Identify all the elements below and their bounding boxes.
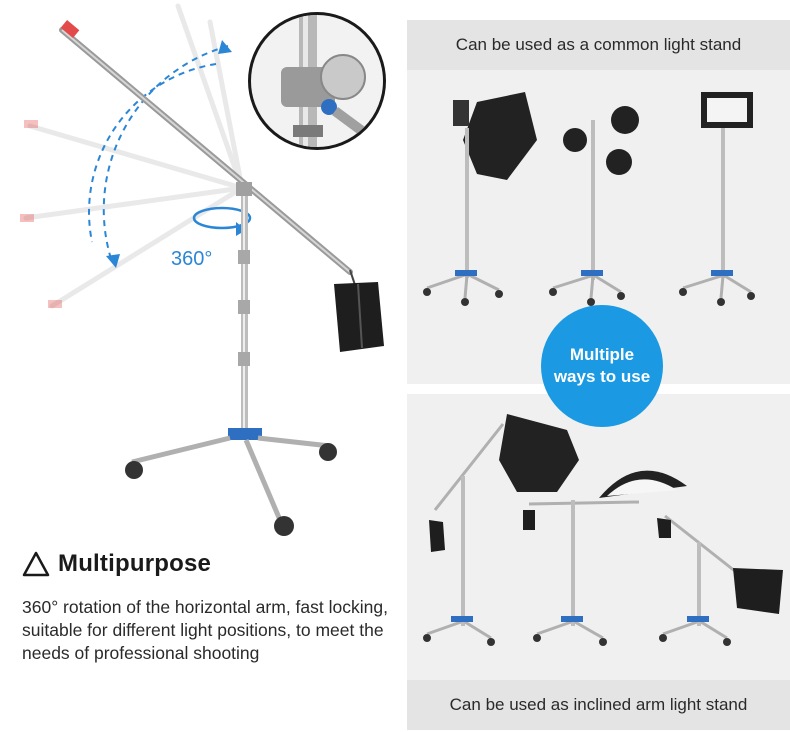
feature-description: 360° rotation of the horizontal arm, fas… [22, 597, 388, 663]
stand-led-panel [679, 92, 755, 306]
lock-detail-drawing [281, 15, 383, 147]
triangle-icon [22, 551, 50, 577]
boom-umbrella [523, 470, 687, 646]
common-light-stand-label: Can be used as a common light stand [407, 20, 790, 70]
inclined-arm-panel: Can be used as inclined arm light stand [407, 394, 790, 730]
boom-softbox [423, 414, 579, 646]
boom-reflector [657, 514, 783, 646]
boom-stand-drawing [20, 3, 384, 536]
common-stand-drawings [423, 92, 755, 306]
boom-stand-illustration: 360° [0, 0, 405, 540]
inclined-arm-label: Can be used as inclined arm light stand [407, 680, 790, 730]
inclined-arm-drawings [423, 414, 783, 646]
stand-softbox [423, 92, 537, 306]
multiple-ways-badge: Multiple ways to use [541, 305, 663, 427]
stand-multi-heads [549, 106, 639, 306]
feature-heading: Multipurpose [22, 550, 211, 578]
feature-title: Multipurpose [58, 550, 212, 577]
rotation-angle-label: 360° [171, 248, 213, 270]
lock-detail-zoom [248, 12, 386, 150]
